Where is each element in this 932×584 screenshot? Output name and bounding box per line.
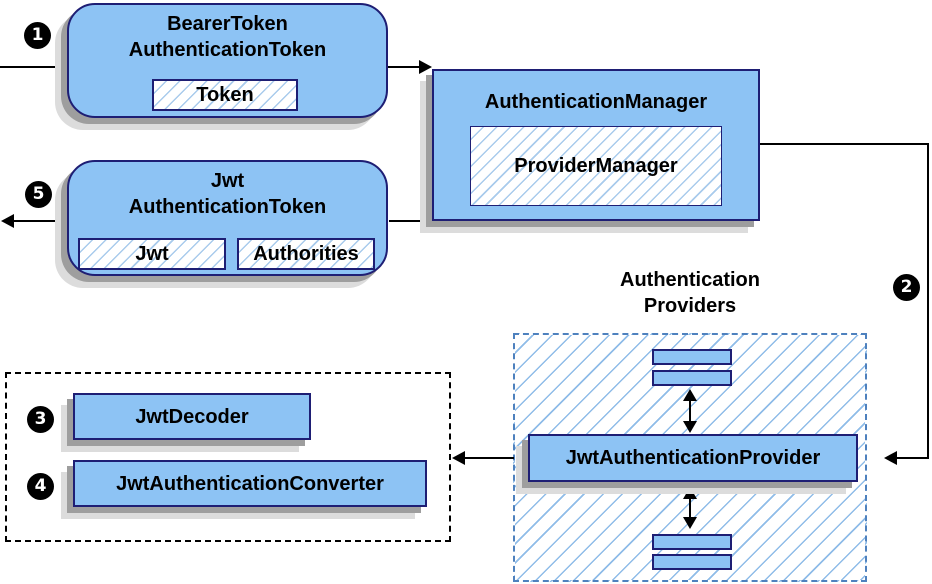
jwt-token-title-line2: AuthenticationToken: [128, 196, 327, 218]
provider-upper-double-arrow-down-icon: [683, 421, 697, 433]
manager-to-jwt-token-line: [389, 220, 433, 222]
authentication-manager-title: AuthenticationManager: [484, 91, 708, 113]
provider-to-converters-line: [463, 457, 514, 459]
authentication-providers-label-line2: Providers: [643, 295, 737, 317]
step-badge-3: 3: [27, 406, 54, 433]
jwt-label: Jwt: [135, 242, 169, 265]
manager-to-provider-arrowhead-icon: [884, 451, 897, 465]
provider-upper-double-arrow-line: [689, 400, 691, 423]
provider-placeholder-rect: [652, 370, 732, 386]
jwt-authentication-converter-label: JwtAuthenticationConverter: [116, 472, 384, 495]
bearer-to-manager-line: [388, 66, 421, 68]
authorities-label: Authorities: [253, 242, 359, 265]
step-badge-5: 5: [25, 181, 52, 208]
outgoing-result-line: [12, 220, 67, 222]
jwt-token-title-line1: Jwt: [210, 170, 245, 192]
manager-to-provider-line-top: [759, 143, 929, 145]
token-label: Token: [196, 83, 254, 106]
provider-placeholder-rect: [652, 349, 732, 365]
provider-lower-double-arrow-down-icon: [683, 517, 697, 529]
step-badge-4: 4: [27, 473, 54, 500]
provider-lower-double-arrow-line: [689, 498, 691, 519]
step-badge-1: 1: [24, 22, 51, 49]
provider-manager-inner-box: ProviderManager: [470, 126, 722, 206]
authorities-inner-box: Authorities: [237, 238, 375, 270]
jwt-decoder-node: JwtDecoder: [73, 393, 311, 440]
provider-placeholder-rect: [652, 534, 732, 550]
provider-to-converters-arrowhead-icon: [452, 451, 465, 465]
authentication-providers-label-line1: Authentication: [620, 269, 760, 291]
jwt-authentication-provider-node: JwtAuthenticationProvider: [528, 434, 858, 482]
provider-upper-double-arrow-up-icon: [683, 389, 697, 401]
token-inner-box: Token: [152, 79, 298, 111]
bearer-token-title-line2: AuthenticationToken: [128, 39, 327, 61]
jwt-authentication-converter-node: JwtAuthenticationConverter: [73, 460, 427, 507]
bearer-to-manager-arrowhead-icon: [419, 60, 432, 74]
authentication-providers-group-label: Authentication Providers: [580, 267, 800, 319]
jwt-authentication-provider-label: JwtAuthenticationProvider: [565, 447, 821, 469]
jwt-decoder-label: JwtDecoder: [135, 405, 249, 428]
provider-manager-label: ProviderManager: [514, 154, 678, 177]
provider-placeholder-rect: [652, 554, 732, 570]
step-badge-2: 2: [893, 274, 920, 301]
manager-to-provider-line-vertical: [927, 143, 929, 459]
outgoing-result-arrowhead-icon: [1, 214, 14, 228]
jwt-inner-box: Jwt: [78, 238, 226, 270]
manager-to-provider-line-bottom: [895, 457, 929, 459]
provider-lower-double-arrow-up-icon: [683, 487, 697, 499]
bearer-token-title-line1: BearerToken: [167, 13, 288, 35]
incoming-request-line: [0, 66, 68, 68]
